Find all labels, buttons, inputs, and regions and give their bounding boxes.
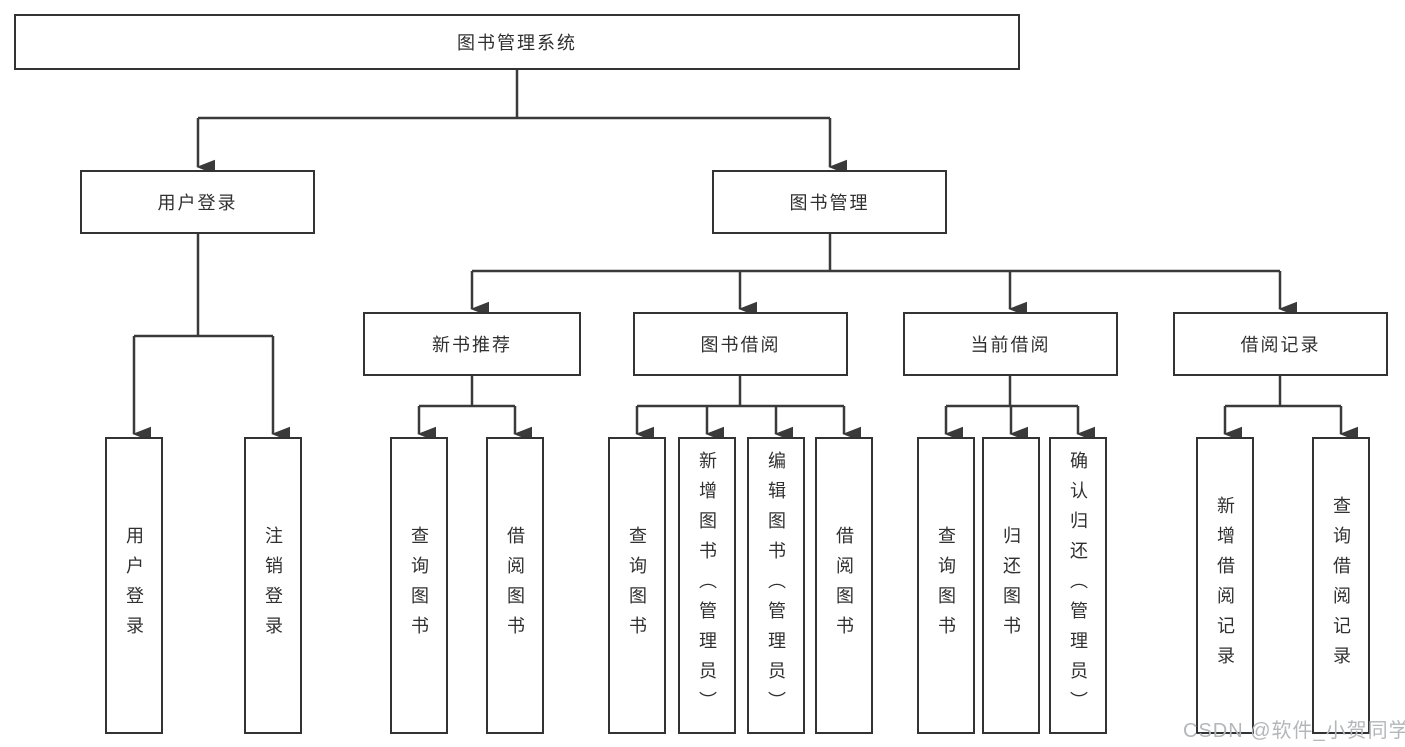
leaf-user-login: 用户登录: [105, 437, 163, 734]
node-new-book-recommendation: 新书推荐: [363, 312, 581, 376]
leaf-label: 查询借阅记录: [1331, 495, 1351, 676]
leaf-borrow-books: 借阅图书: [815, 437, 873, 734]
node-library-management-system: 图书管理系统: [14, 14, 1020, 70]
leaf-label: 借阅图书: [505, 525, 525, 646]
node-borrowing-records: 借阅记录: [1173, 312, 1388, 376]
node-label: 图书管理: [789, 193, 870, 213]
leaf-label: 注销登录: [263, 525, 283, 646]
node-book-borrowing: 图书借阅: [633, 312, 848, 376]
leaf-return-book: 归还图书: [982, 437, 1040, 734]
leaf-confirm-return-admin: 确认归还（管理员）: [1049, 437, 1107, 734]
node-book-management: 图书管理: [712, 170, 947, 234]
leaf-label: 查询图书: [409, 525, 429, 646]
node-label: 图书借阅: [700, 335, 781, 355]
leaf-label: 查询图书: [936, 525, 956, 646]
leaf-borrow-books-recommend: 借阅图书: [486, 437, 544, 734]
node-user-login: 用户登录: [80, 170, 315, 234]
leaf-add-book-admin: 新增图书（管理员）: [678, 437, 736, 734]
leaf-label: 新增图书（管理员）: [697, 450, 717, 721]
node-label: 新书推荐: [432, 335, 512, 355]
node-current-borrowing: 当前借阅: [903, 312, 1118, 376]
node-label: 借阅记录: [1240, 335, 1321, 355]
leaf-query-borrow-record: 查询借阅记录: [1312, 437, 1370, 734]
leaf-add-borrow-record: 新增借阅记录: [1196, 437, 1254, 734]
leaf-logout: 注销登录: [244, 437, 302, 734]
leaf-edit-book-admin: 编辑图书（管理员）: [747, 437, 805, 734]
node-label: 用户登录: [157, 193, 238, 213]
leaf-label: 确认归还（管理员）: [1068, 450, 1088, 721]
leaf-label: 用户登录: [124, 525, 144, 646]
node-label: 图书管理系统: [457, 33, 577, 53]
leaf-label: 查询图书: [627, 525, 647, 646]
leaf-label: 借阅图书: [834, 525, 854, 646]
leaf-query-books-borrow: 查询图书: [608, 437, 666, 734]
leaf-label: 新增借阅记录: [1215, 495, 1235, 676]
leaf-query-books-current: 查询图书: [917, 437, 975, 734]
leaf-label: 编辑图书（管理员）: [766, 450, 786, 721]
csdn-watermark: CSDN @软件_小贺同学: [1183, 720, 1405, 742]
leaf-label: 归还图书: [1001, 525, 1021, 646]
leaf-query-books-recommend: 查询图书: [390, 437, 448, 734]
node-label: 当前借阅: [970, 335, 1051, 355]
